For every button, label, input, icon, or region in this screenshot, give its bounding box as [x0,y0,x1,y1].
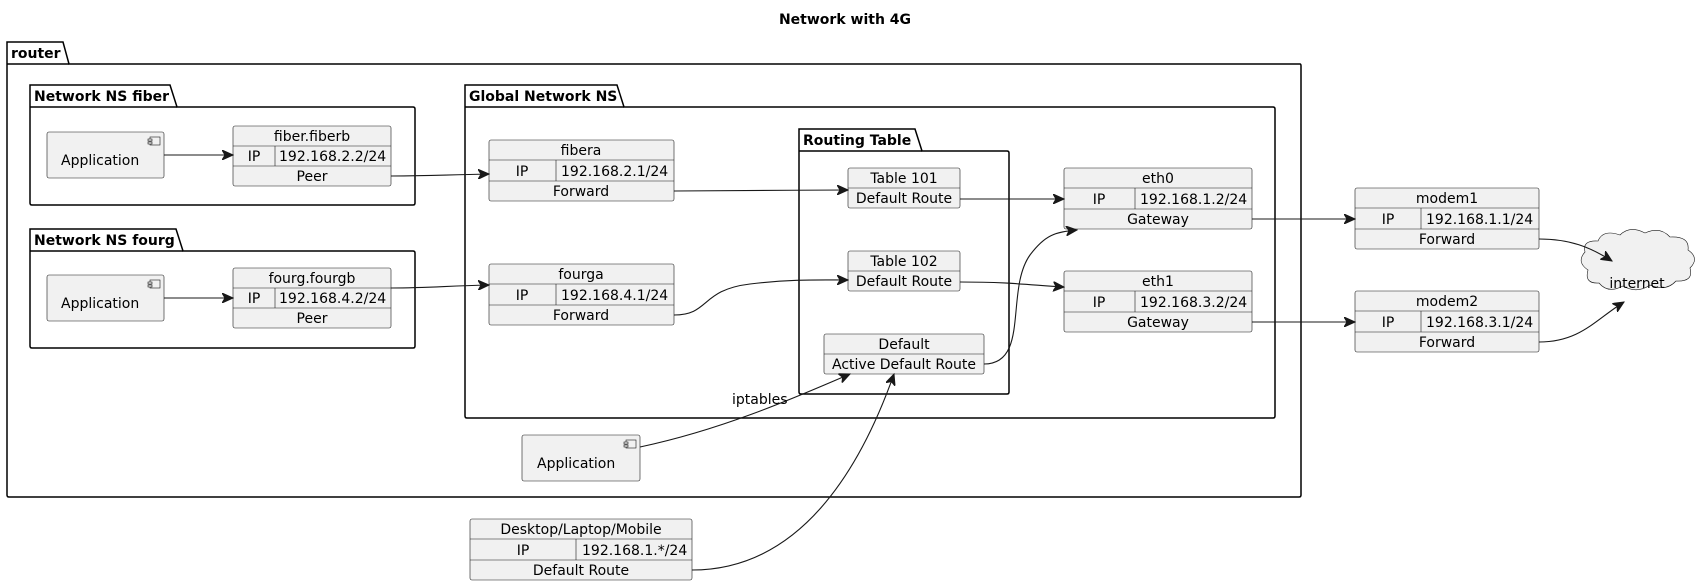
object-title: Table 101 [869,171,937,187]
object-ip-value: 192.168.1.2/24 [1140,192,1247,208]
object-ip-value: 192.168.2.2/24 [279,149,386,165]
object-ip-label: IP [516,164,529,180]
object-modem1: modem1 IP 192.168.1.1/24 Forward [1354,187,1540,250]
object-row: Peer [297,311,328,327]
object-row: Peer [297,169,328,185]
edges [164,155,1624,571]
object-ip-label: IP [1093,295,1106,311]
object-title: fourga [558,267,603,283]
object-title: Table 102 [869,254,937,270]
object-desktop: Desktop/Laptop/Mobile IP 192.168.1.*/24 … [469,518,693,581]
component-application-fourg: Application [46,274,165,322]
object-title: fibera [561,143,602,159]
object-ip-value: 192.168.1.*/24 [582,543,687,559]
component-application-router: Application [521,434,641,482]
object-default-table: Default Active Default Route [823,333,985,375]
object-row: Default Route [856,274,952,290]
object-row: Forward [1419,232,1475,248]
edge-modem2-to-internet [1538,302,1624,343]
edge-default-to-eth0 [983,230,1077,365]
package-ns-fiber-label: Network NS fiber [34,89,169,105]
object-modem2: modem2 IP 192.168.3.1/24 Forward [1354,290,1540,353]
object-title: fiber.fiberb [274,129,350,145]
object-row: Gateway [1127,212,1189,228]
object-ip-label: IP [517,543,530,559]
component-label: Application [61,296,139,312]
edge-fourga-to-table102 [673,280,848,316]
edge-app-router-to-default [639,374,850,448]
object-ip-value: 192.168.4.1/24 [561,288,668,304]
edge-desktop-to-default [691,374,894,571]
edge-fourgb-to-fourga [390,285,489,288]
package-routing-table-label: Routing Table [803,133,911,149]
object-ip-label: IP [516,288,529,304]
object-eth1: eth1 IP 192.168.3.2/24 Gateway [1063,270,1253,333]
cloud-internet: internet [1580,229,1695,292]
object-title: eth1 [1142,274,1174,290]
object-fiber-fiberb: fiber.fiberb IP 192.168.2.2/24 Peer [232,125,392,187]
object-row: Forward [553,308,609,324]
component-label: Application [537,456,615,472]
component-label: Application [61,153,139,169]
edge-fiberb-to-fibera [390,174,489,176]
object-row: Forward [1419,335,1475,351]
object-ip-value: 192.168.1.1/24 [1426,212,1533,228]
object-title: fourg.fourgb [269,271,356,287]
object-ip-label: IP [1382,212,1395,228]
diagram-title: Network with 4G [779,12,911,28]
object-ip-label: IP [248,149,261,165]
object-title: modem1 [1416,191,1478,207]
object-table-102: Table 102 Default Route [847,250,961,292]
package-ns-fiber: Network NS fiber [29,84,416,206]
component-application-fiber: Application [46,131,165,179]
package-global-ns: Global Network NS [464,84,1276,419]
object-table-101: Table 101 Default Route [847,167,961,209]
package-global-ns-label: Global Network NS [469,89,617,105]
package-router-label: router [11,46,61,62]
object-ip-value: 192.168.3.2/24 [1140,295,1247,311]
cloud-label: internet [1609,276,1665,292]
package-routing-table: Routing Table [798,128,1010,395]
package-ns-fourg-label: Network NS fourg [34,233,175,249]
object-row: Active Default Route [832,357,976,373]
object-title: Desktop/Laptop/Mobile [500,522,661,538]
edge-table102-to-eth1 [959,282,1064,287]
package-router: router [6,41,1302,498]
object-row: Default Route [533,563,629,579]
object-eth0: eth0 IP 192.168.1.2/24 Gateway [1063,167,1253,230]
object-ip-label: IP [1382,315,1395,331]
object-title: modem2 [1416,294,1478,310]
object-title: Default [878,337,930,353]
object-row: Default Route [856,191,952,207]
object-fibera: fibera IP 192.168.2.1/24 Forward [488,139,675,202]
object-ip-label: IP [1093,192,1106,208]
edge-fibera-to-table101 [673,190,848,191]
object-title: eth0 [1142,171,1174,187]
object-fourga: fourga IP 192.168.4.1/24 Forward [488,263,675,326]
edge-modem1-to-internet [1538,238,1612,261]
object-row: Forward [553,184,609,200]
object-row: Gateway [1127,315,1189,331]
object-fourg-fourgb: fourg.fourgb IP 192.168.4.2/24 Peer [232,267,392,329]
object-ip-label: IP [248,291,261,307]
object-ip-value: 192.168.2.1/24 [561,164,668,180]
package-ns-fourg: Network NS fourg [29,228,416,349]
object-ip-value: 192.168.3.1/24 [1426,315,1533,331]
edge-label-iptables: iptables [732,392,788,408]
object-ip-value: 192.168.4.2/24 [279,291,386,307]
